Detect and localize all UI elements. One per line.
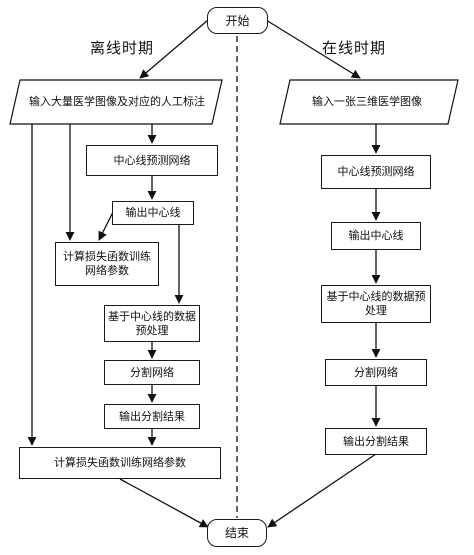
end-node: 结束 [207, 519, 267, 547]
offline-loss-train-1: 计算损失函数训练网络参数 [55, 242, 159, 286]
online-output-segmentation: 输出分割结果 [325, 428, 427, 455]
online-output-centerline: 输出中心线 [331, 222, 421, 250]
start-node: 开始 [207, 7, 268, 34]
offline-title: 离线时期 [90, 39, 155, 57]
online-centerline-network: 中心线预测网络 [321, 155, 431, 189]
offline-centerline-network: 中心线预测网络 [86, 145, 218, 176]
online-segmentation-network: 分割网络 [325, 359, 427, 386]
offline-output-segmentation: 输出分割结果 [104, 404, 200, 429]
offline-segmentation-network: 分割网络 [104, 360, 200, 385]
offline-output-centerline: 输出中心线 [112, 201, 194, 225]
online-title: 在线时期 [322, 39, 387, 57]
offline-loss-train-2: 计算损失函数训练网络参数 [19, 447, 221, 479]
offline-input-shape [9, 79, 223, 125]
online-input-label: 输入一张三维医学图像 [312, 95, 422, 108]
online-input-shape [279, 79, 459, 125]
offline-preprocess: 基于中心线的数据预处理 [104, 305, 200, 342]
online-preprocess: 基于中心线的数据预处理 [321, 285, 431, 323]
offline-input-label: 输入大量医学图像及对应的人工标注 [29, 95, 205, 108]
